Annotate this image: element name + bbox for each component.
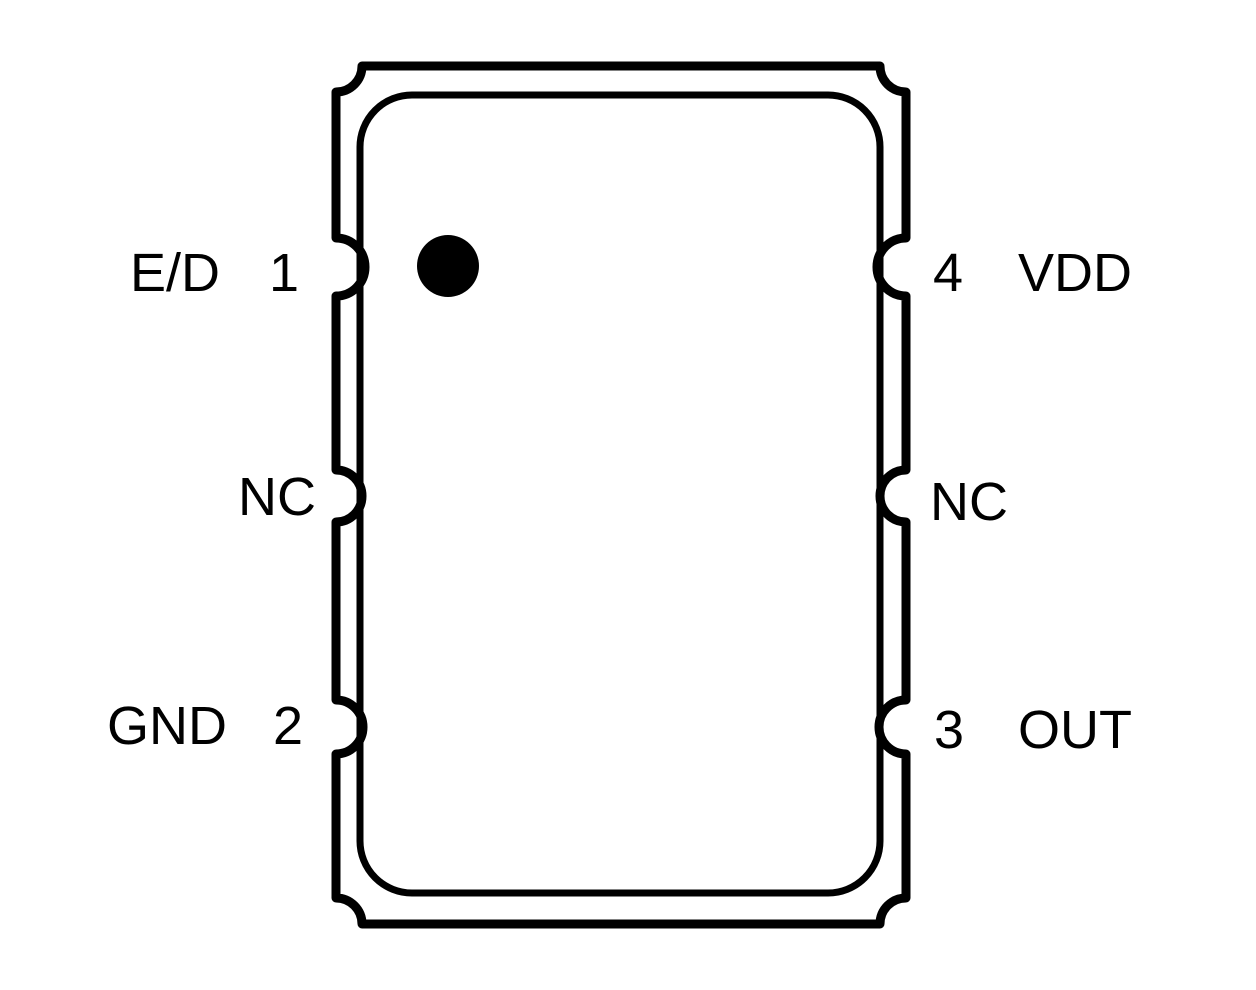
pin-label-nc-left: NC [238, 467, 316, 527]
pin-label-nc-right: NC [930, 472, 1008, 532]
pin-number-4: 4 [933, 243, 963, 303]
pin-label-vdd: VDD [1018, 243, 1132, 303]
pin-label-gnd: GND [107, 696, 227, 756]
pin-number-1: 1 [269, 243, 299, 303]
pin-number-2: 2 [273, 696, 303, 756]
pin1-indicator-dot [417, 235, 479, 297]
pin-label-out: OUT [1018, 700, 1132, 760]
package-outline [331, 61, 911, 929]
package-body [356, 91, 884, 897]
pin-label-ed: E/D [130, 243, 220, 303]
pin-number-3: 3 [934, 700, 964, 760]
